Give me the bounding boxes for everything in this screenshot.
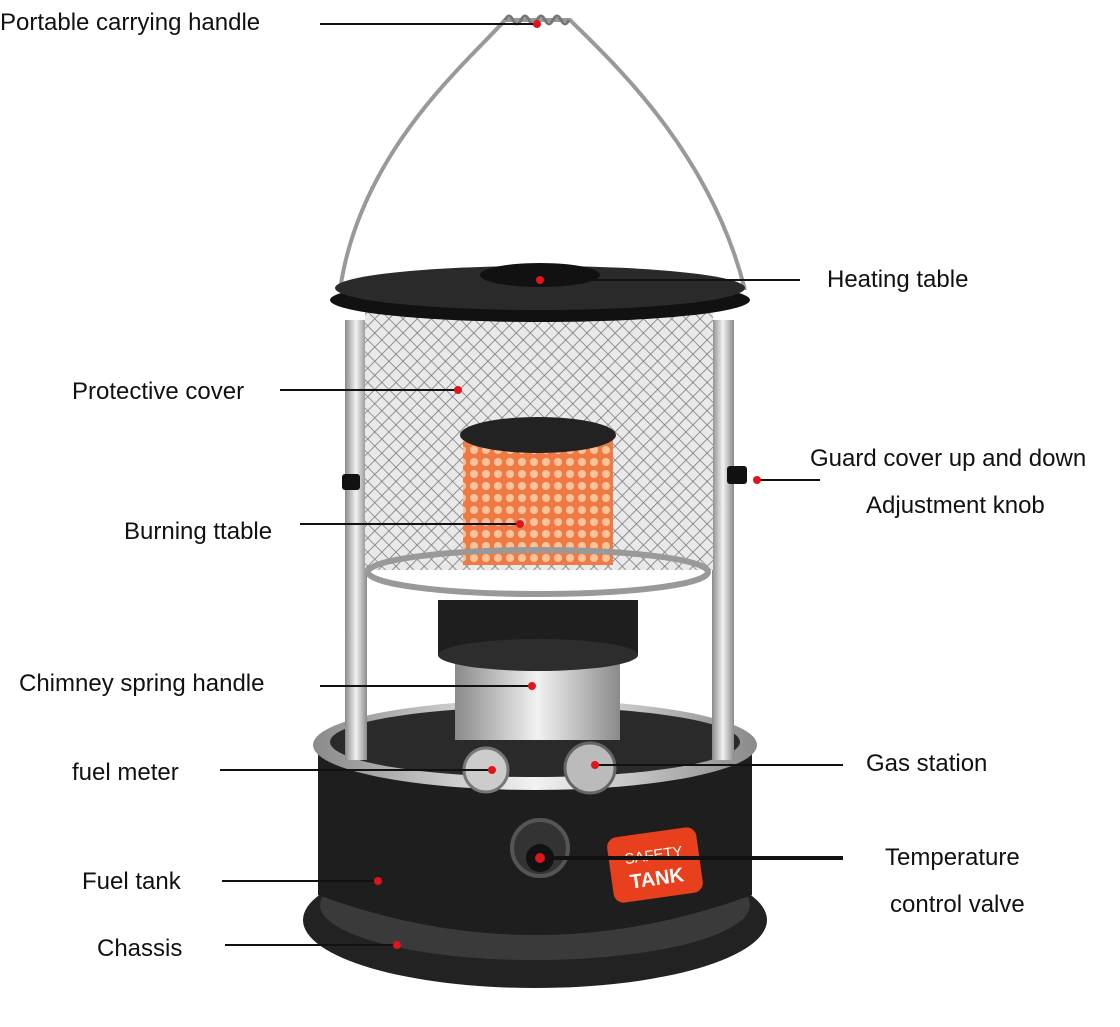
label-protective-cover: Protective cover [72, 378, 245, 405]
label-chimney-spring-handle: Chimney spring handle [19, 670, 265, 697]
label-fuel-meter: fuel meter [72, 759, 179, 786]
label-temperature: Temperature [885, 844, 1020, 871]
leg-right [712, 320, 734, 760]
leader-lines [220, 23, 843, 946]
label-control-valve: control valve [890, 891, 1025, 918]
label-burning-table: Burning ttable [124, 518, 273, 545]
carrying-handle [338, 18, 747, 291]
label-carrying-handle: Portable carrying handle [0, 9, 261, 36]
marker-dots [374, 20, 761, 949]
label-fuel-tank: Fuel tank [82, 868, 181, 895]
label-heating-table: Heating table [827, 266, 969, 293]
burner-flame [463, 435, 613, 565]
label-gas-station: Gas station [866, 750, 988, 777]
label-adjustment-knob: Adjustment knob [866, 492, 1045, 519]
leg-left [345, 320, 367, 760]
label-guard-cover: Guard cover up and down [810, 445, 1087, 472]
label-chassis: Chassis [97, 935, 183, 962]
safety-tank-badge: SAFETY TANK [607, 827, 703, 903]
burner-grate [365, 547, 711, 597]
adjust-knob-left [342, 474, 360, 490]
adjust-knob-right [727, 466, 747, 484]
gas-cap [563, 741, 617, 795]
